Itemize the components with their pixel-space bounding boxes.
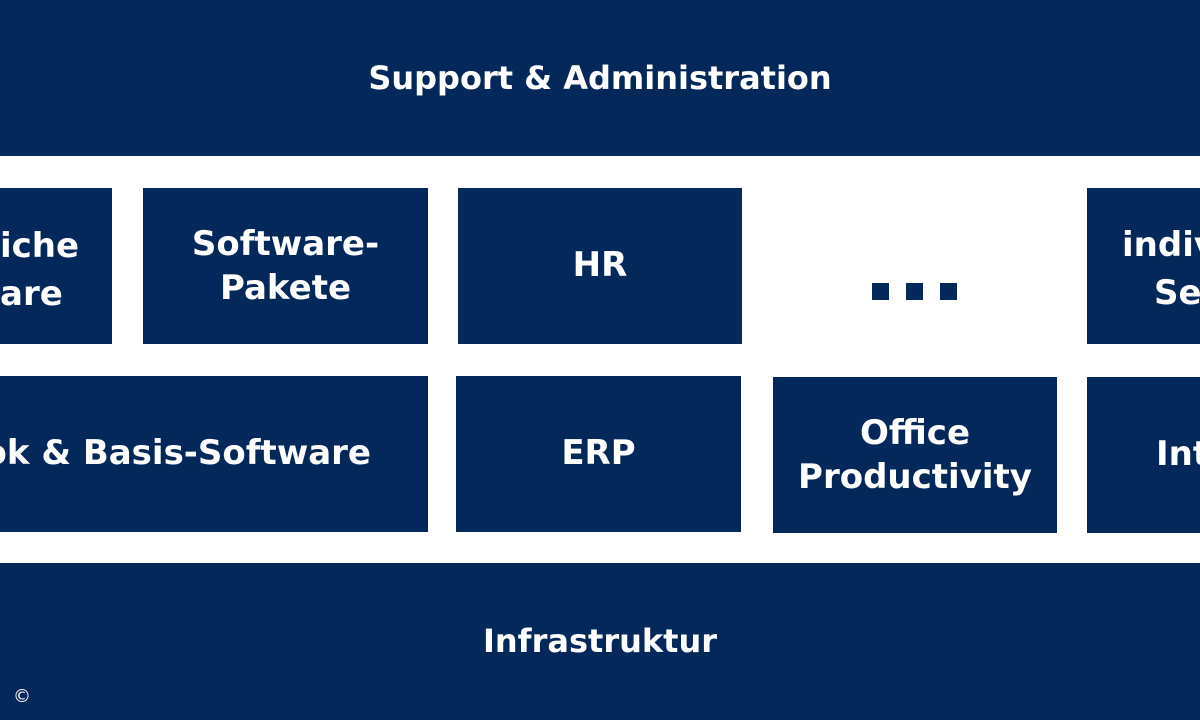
bottom-banner-label: Infrastruktur — [482, 622, 718, 661]
bottom-banner-infrastruktur: Infrastruktur — [0, 563, 1200, 720]
box-software-pakete: Software- Pakete — [143, 188, 428, 344]
box-office-productivity: Office Productivity — [773, 377, 1057, 533]
box-row2-cropped-right-label: Int — [1156, 434, 1200, 475]
ellipsis-dots — [872, 283, 957, 300]
top-banner-label: Support & Administration — [368, 58, 832, 97]
box-erp: ERP — [456, 376, 741, 532]
copyright-icon: © — [13, 686, 31, 707]
box-row2-cropped-left: ook & Basis-Software — [0, 376, 428, 532]
box-software-pakete-line1: Software- — [191, 223, 380, 264]
ellipsis-dot — [906, 283, 923, 300]
box-row2-cropped-right: Int — [1087, 377, 1200, 533]
box-row1-cropped-right-line2: Se — [1154, 273, 1200, 313]
ellipsis-dot — [872, 283, 889, 300]
box-office-productivity-line1: Office — [859, 412, 971, 453]
ellipsis-dot — [940, 283, 957, 300]
box-office-productivity-line2: Productivity — [798, 457, 1032, 497]
box-row1-cropped-left: iche are — [0, 188, 112, 344]
box-row1-cropped-right: indiv Se — [1087, 188, 1200, 344]
box-row1-cropped-right-line1: indiv — [1122, 225, 1200, 265]
box-row1-cropped-left-line1: iche — [0, 226, 80, 266]
box-hr: HR — [458, 188, 742, 344]
box-erp-label: ERP — [561, 433, 636, 474]
box-software-pakete-line2: Pakete — [219, 268, 352, 308]
box-hr-label: HR — [572, 245, 628, 286]
top-banner-support-administration: Support & Administration — [0, 0, 1200, 156]
box-row2-cropped-left-label: ook & Basis-Software — [0, 433, 371, 474]
box-row1-cropped-left-line2: are — [0, 274, 63, 314]
